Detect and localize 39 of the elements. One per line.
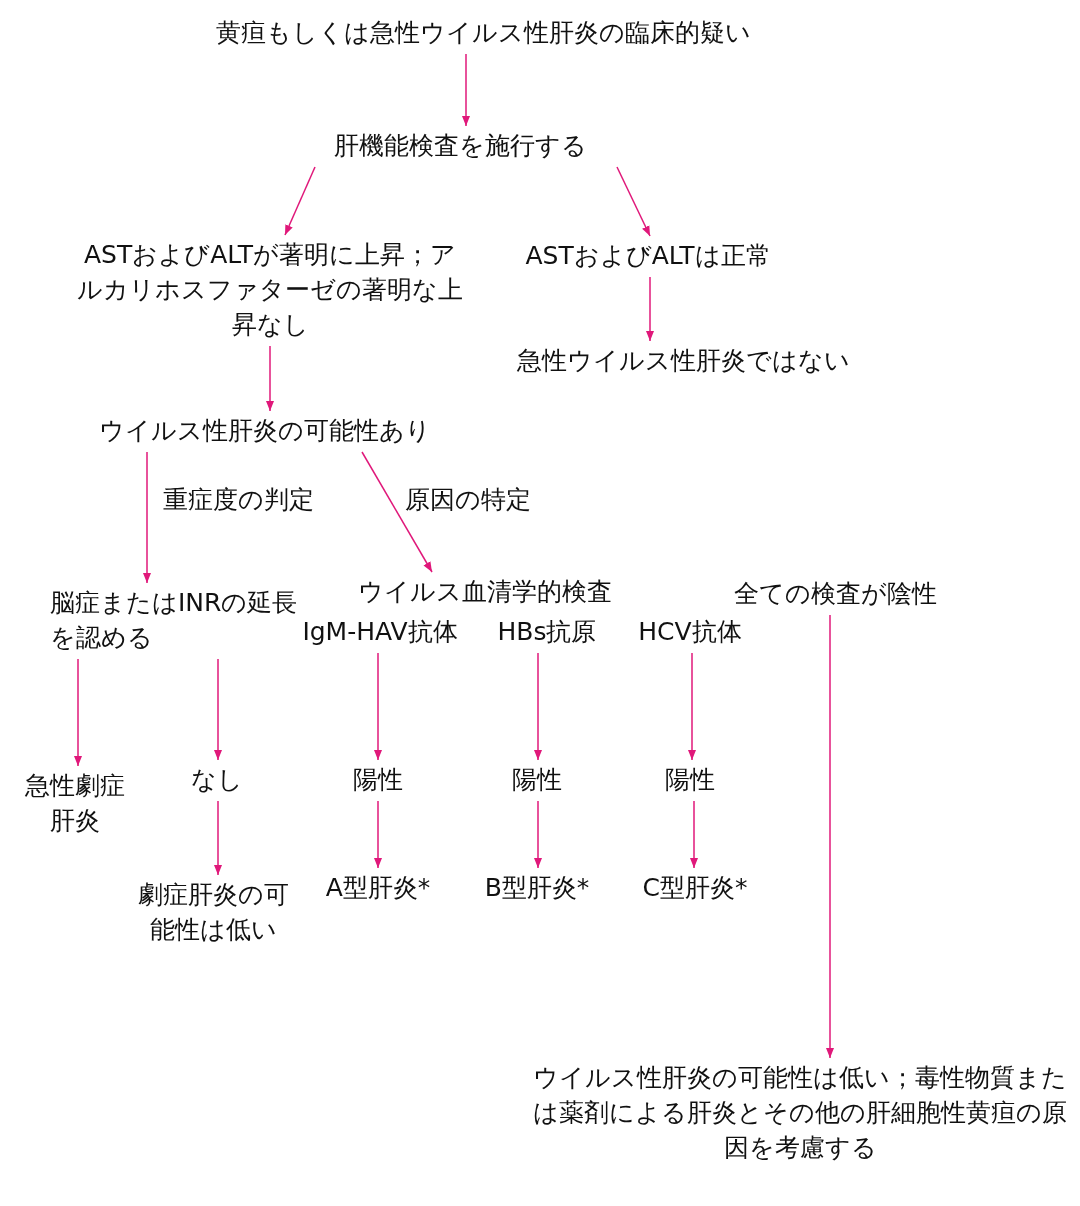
step-text: 劇症肝炎の可能性は低い — [128, 877, 298, 947]
arrow — [266, 345, 274, 412]
arrow — [214, 658, 222, 761]
step-text: 陽性 — [338, 762, 418, 797]
step-text: ASTおよびALTが著明に上昇；アルカリホスファターゼの著明な上昇なし — [75, 237, 465, 342]
step-text: A型肝炎* — [303, 870, 453, 905]
arrow — [374, 800, 382, 869]
arrow — [284, 166, 316, 236]
step-text: なし — [177, 762, 257, 797]
arrow — [690, 800, 698, 869]
step-text: 黄疸もしくは急性ウイルス性肝炎の臨床的疑い — [123, 15, 843, 50]
step-text: ウイルス性肝炎の可能性は低い；毒性物質または薬剤による肝炎とその他の肝細胞性黄疸の原因を考慮する — [530, 1060, 1070, 1165]
arrow — [534, 800, 542, 869]
step-text: 全ての検査が陰性 — [700, 576, 970, 611]
step-text: 陽性 — [497, 762, 577, 797]
arrow — [143, 451, 151, 584]
edge-label: 原因の特定 — [405, 485, 531, 515]
step-text: HBs抗原 — [482, 614, 612, 649]
step-text: 急性ウイルス性肝炎ではない — [473, 343, 893, 378]
arrow — [462, 53, 470, 127]
step-text: B型肝炎* — [462, 870, 612, 905]
step-text: 急性劇症肝炎 — [20, 768, 130, 838]
step-text: ウイルス血清学的検査 — [335, 574, 635, 609]
arrow — [616, 166, 651, 237]
arrow — [534, 652, 542, 761]
arrow — [74, 658, 82, 767]
arrow — [361, 451, 433, 573]
arrow — [214, 800, 222, 876]
arrow — [688, 652, 696, 761]
step-text: C型肝炎* — [620, 870, 770, 905]
edge-label: 重症度の判定 — [163, 485, 314, 515]
step-text: ASTおよびALTは正常 — [488, 238, 808, 273]
step-text: 陽性 — [650, 762, 730, 797]
arrow — [374, 652, 382, 761]
step-text: ウイルス性肝炎の可能性あり — [55, 413, 475, 448]
step-text: HCV抗体 — [625, 614, 755, 649]
step-text: 肝機能検査を施行する — [250, 128, 670, 163]
arrow — [826, 614, 834, 1059]
arrow — [646, 276, 654, 342]
